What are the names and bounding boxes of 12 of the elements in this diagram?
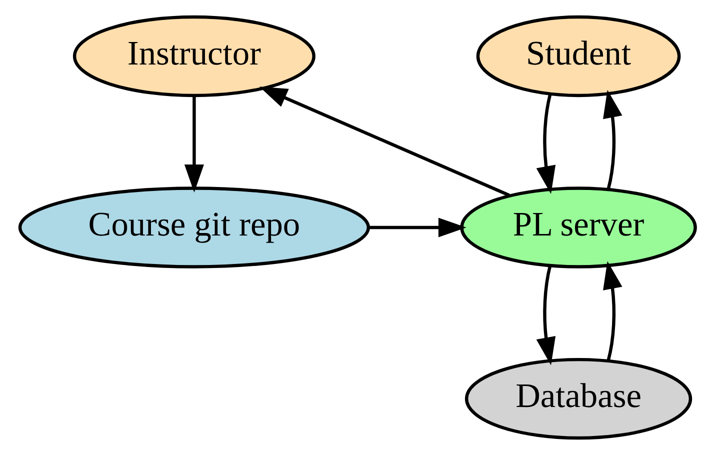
node-ellipse: Course git repo	[18, 186, 370, 268]
node-ellipse: Instructor	[72, 15, 316, 98]
arrow	[536, 266, 556, 366]
arrow	[536, 94, 556, 194]
node-ellipse: Database	[464, 358, 692, 440]
arrow	[259, 86, 510, 197]
arrow	[184, 96, 204, 192]
arrow	[369, 218, 466, 238]
arrow	[603, 261, 622, 361]
arrow	[603, 90, 622, 190]
node-ellipse: PL server	[460, 186, 697, 268]
node-ellipse: Student	[476, 15, 681, 98]
